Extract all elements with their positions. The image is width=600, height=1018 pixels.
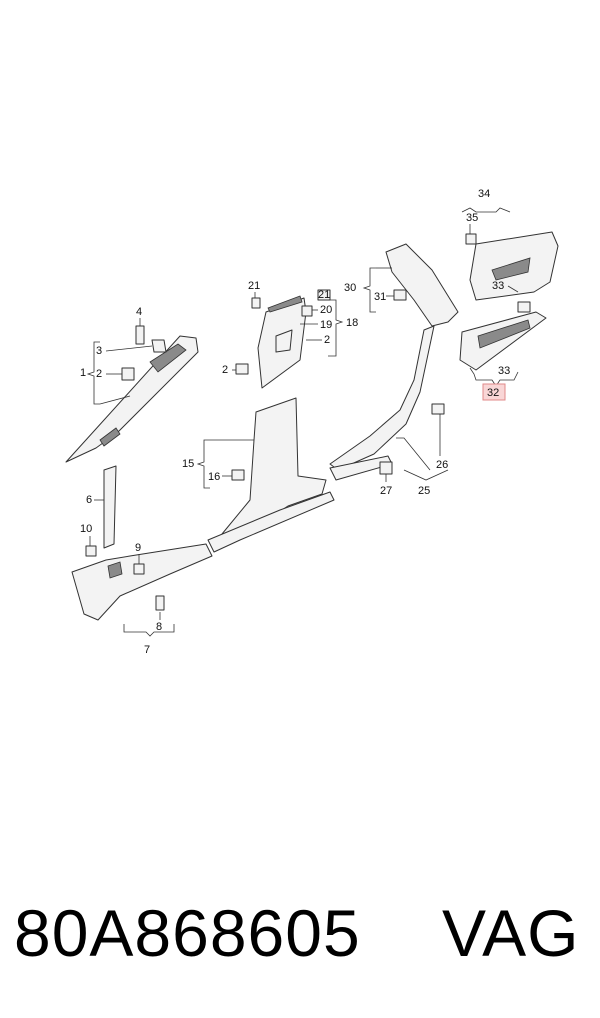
callout-35: 35 xyxy=(466,212,478,224)
callout-31: 31 xyxy=(374,291,386,303)
clip-26 xyxy=(431,403,445,415)
brand-name: VAG xyxy=(442,896,580,970)
b-pillar-upper-trim xyxy=(257,295,307,389)
callout-20: 20 xyxy=(320,304,332,316)
a-pillar-lower-trim xyxy=(103,465,117,549)
screw-21 xyxy=(251,297,261,309)
callout-30: 30 xyxy=(344,282,356,294)
clip-31 xyxy=(393,289,407,301)
callout-2-center: 2 xyxy=(324,334,330,346)
clip-2-center xyxy=(235,363,249,375)
callout-3: 3 xyxy=(96,345,102,357)
callout-27: 27 xyxy=(380,485,392,497)
screw-4 xyxy=(135,325,145,345)
callout-33-bottom: 33 xyxy=(498,365,510,377)
clip-10 xyxy=(85,545,97,557)
footer: 80A868605 VAG xyxy=(0,888,600,988)
clip-8 xyxy=(155,595,165,611)
part-number: 80A868605 xyxy=(14,896,361,970)
b-pillar-lower-trim xyxy=(207,397,335,553)
clip-27 xyxy=(379,461,393,475)
callout-7: 7 xyxy=(144,644,150,656)
clip-3 xyxy=(151,339,167,353)
clip-33 xyxy=(517,301,531,313)
callout-25: 25 xyxy=(418,485,430,497)
callout-26: 26 xyxy=(436,459,448,471)
a-pillar-trim xyxy=(65,335,199,463)
callout-2-left: 2 xyxy=(96,368,102,380)
callout-10: 10 xyxy=(80,523,92,535)
rear-side-panel-lower xyxy=(459,311,547,371)
clip-2-left xyxy=(121,367,135,381)
callout-18: 18 xyxy=(346,317,358,329)
clip-35 xyxy=(465,233,477,245)
callout-21-right: 21 xyxy=(318,289,330,301)
callout-9: 9 xyxy=(135,542,141,554)
exploded-parts-diagram: 4 3 1 2 6 10 9 8 7 15 16 xyxy=(65,188,559,656)
screw-9 xyxy=(133,563,145,575)
callout-19: 19 xyxy=(320,319,332,331)
clip-20 xyxy=(301,305,313,317)
callout-4: 4 xyxy=(136,306,142,318)
callout-1: 1 xyxy=(80,367,86,379)
callout-32-highlighted: 32 xyxy=(487,387,499,399)
callout-33-top: 33 xyxy=(492,280,504,292)
callout-15: 15 xyxy=(182,458,194,470)
highlight-box-32 xyxy=(482,383,506,401)
footwell-trim xyxy=(71,543,213,621)
rear-side-panel-upper xyxy=(469,231,559,301)
c-pillar-trim xyxy=(329,243,459,481)
callout-16: 16 xyxy=(208,471,220,483)
callout-34: 34 xyxy=(478,188,490,200)
callout-8: 8 xyxy=(156,621,162,633)
callout-21-top: 21 xyxy=(248,280,260,292)
callout-2-b: 2 xyxy=(222,364,228,376)
callout-6: 6 xyxy=(86,494,92,506)
clip-16 xyxy=(231,469,245,481)
